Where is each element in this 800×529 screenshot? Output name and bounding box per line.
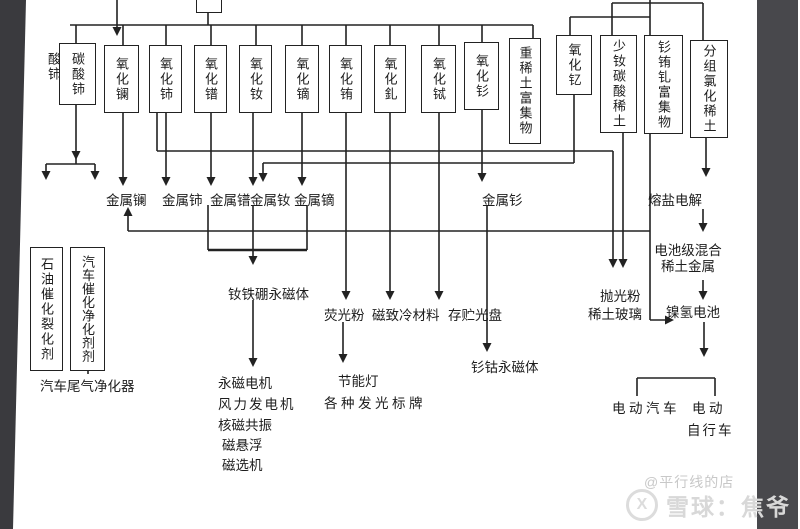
label-metal-dysprosium: 金属镝 bbox=[294, 193, 335, 208]
label-magnetic-separator: 磁选机 bbox=[222, 458, 263, 473]
box-sm-eu-gd-concentrate: 钐铕钆富集物 bbox=[644, 35, 683, 134]
label-polishing-powder: 抛光粉 bbox=[600, 289, 641, 304]
xueqiu-separator: ： bbox=[716, 494, 741, 520]
shop-watermark: @平行线的店 bbox=[644, 474, 735, 490]
box-low-nd-carbonate: 少钕碳酸稀土 bbox=[600, 35, 637, 133]
label-electric-car: 电动汽车 bbox=[612, 401, 680, 416]
box-yttrium-oxide: 氧化钇 bbox=[556, 35, 592, 95]
label-metal-praseodymium: 金属镨 bbox=[210, 193, 251, 208]
box-terbium-oxide: 氧化铽 bbox=[421, 45, 456, 113]
box-europium-oxide: 氧化铕 bbox=[329, 45, 362, 113]
label-phosphor: 荧光粉 bbox=[324, 308, 365, 323]
box-samarium-oxide: 氧化钐 bbox=[464, 42, 499, 110]
label-nimh-battery: 镍氢电池 bbox=[666, 305, 720, 320]
label-pm-motor: 永磁电机 bbox=[218, 376, 272, 391]
box-praseodymium-oxide: 氧化镨 bbox=[194, 45, 227, 113]
box-cerium-carbonate: 碳酸铈 bbox=[59, 43, 96, 105]
box-petroleum-cracking-catalyst: 石油催化裂化剂 bbox=[30, 247, 63, 371]
xueqiu-logo-icon: X bbox=[626, 489, 658, 521]
label-wind-generator: 风力发电机 bbox=[218, 397, 296, 412]
label-electric: 电动 bbox=[692, 401, 726, 416]
label-metal-neodymium: 金属钕 bbox=[250, 193, 291, 208]
box-cerium-oxide: 氧化铈 bbox=[149, 45, 182, 113]
box-auto-catalytic-purifier: 汽车催化净化剂剂 bbox=[70, 247, 105, 371]
label-metal-samarium: 金属钐 bbox=[482, 193, 523, 208]
box-dysprosium-oxide: 氧化镝 bbox=[285, 45, 319, 113]
label-smco-magnet: 钐钴永磁体 bbox=[471, 360, 539, 375]
label-battery-grade-line1: 电池级混合 bbox=[654, 243, 722, 258]
label-metal-cerium: 金属铈 bbox=[162, 193, 203, 208]
xueqiu-watermark-text: 雪球：焦爷 bbox=[666, 488, 791, 522]
label-luminous-signs: 各种发光标牌 bbox=[324, 396, 426, 411]
label-storage-disc: 存贮光盘 bbox=[448, 308, 502, 323]
label-re-glass: 稀土玻璃 bbox=[588, 307, 642, 322]
xueqiu-watermark: X 雪球：焦爷 bbox=[626, 488, 791, 522]
label-magnetocaloric: 磁致冷材料 bbox=[372, 308, 440, 323]
box-grouped-re-chloride: 分组氯化稀土 bbox=[690, 40, 728, 138]
label-nmr: 核磁共振 bbox=[218, 418, 272, 433]
label-auto-exhaust-purifier: 汽车尾气净化器 bbox=[40, 379, 135, 394]
label-molten-salt-electrolysis: 熔盐电解 bbox=[648, 193, 702, 208]
label-cropped-cerium-salt: 酸铈 bbox=[46, 52, 61, 82]
right-dark-edge bbox=[757, 0, 798, 529]
label-maglev: 磁悬浮 bbox=[222, 438, 263, 453]
xueqiu-logo-glyph: X bbox=[636, 496, 648, 513]
xueqiu-brand: 雪球 bbox=[666, 494, 716, 520]
box-neodymium-oxide: 氧化钕 bbox=[239, 45, 272, 113]
label-ndfeb-magnet: 钕铁硼永磁体 bbox=[228, 287, 309, 302]
box-lanthanum-oxide: 氧化镧 bbox=[104, 45, 139, 113]
label-electric-bicycle: 自行车 bbox=[687, 423, 734, 438]
arrowheads bbox=[41, 27, 711, 367]
label-battery-grade-mixed-metal: 电池级混合 稀土金属 bbox=[650, 243, 726, 275]
xueqiu-author: 焦爷 bbox=[741, 494, 791, 520]
box-gadolinium-oxide: 氧化釓 bbox=[374, 45, 406, 113]
label-metal-lanthanum: 金属镧 bbox=[106, 193, 147, 208]
label-battery-grade-line2: 稀土金属 bbox=[661, 259, 715, 274]
box-heavy-re-concentrate: 重稀土富集物 bbox=[509, 38, 541, 144]
label-energy-saving-lamp: 节能灯 bbox=[338, 374, 379, 389]
connector-lines bbox=[45, 0, 716, 396]
box-cropped-source bbox=[196, 0, 222, 13]
